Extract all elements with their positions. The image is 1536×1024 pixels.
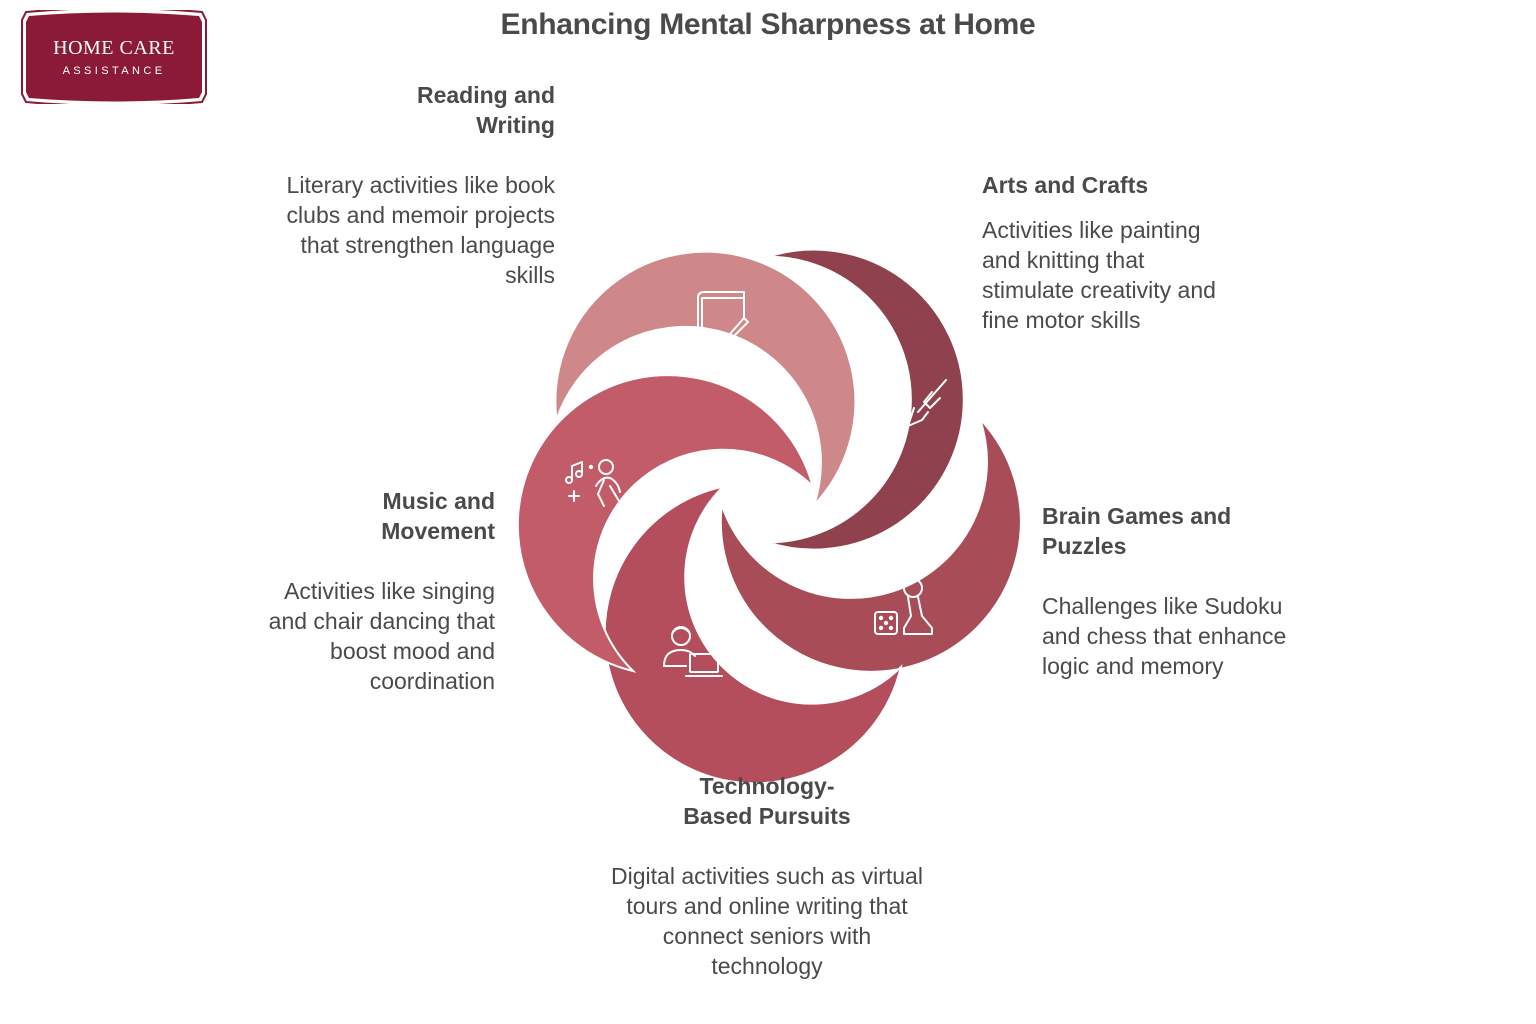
book-pencil-icon [697, 291, 749, 351]
heading-music-movement: Music and Movement [381, 488, 495, 544]
desc-brain-games: Challenges like Sudoku and chess that en… [1042, 593, 1287, 679]
label-reading-writing: Reading and Writing Literary activities … [255, 80, 555, 290]
segment-reading [554, 250, 857, 506]
label-technology: Technology-Based Pursuits Digital activi… [607, 771, 927, 981]
person-laptop-icon [663, 626, 723, 677]
heading-reading-writing: Reading and Writing [416, 82, 555, 138]
paintbrush-icon [888, 379, 947, 427]
home-care-logo: HOME CARE ASSISTANCE [20, 10, 208, 104]
desc-reading-writing: Literary activities like book clubs and … [286, 172, 555, 288]
desc-arts-crafts: Activities like painting and knitting th… [982, 217, 1216, 333]
segment-tech [603, 484, 903, 785]
label-brain-games: Brain Games and Puzzles Challenges like … [1042, 501, 1312, 681]
segment-music [516, 374, 815, 673]
logo-title: HOME CARE [53, 37, 175, 59]
page-title: Enhancing Mental Sharpness at Home [500, 8, 1036, 41]
segment-arts [767, 248, 965, 551]
heading-arts-crafts: Arts and Crafts [982, 172, 1149, 198]
label-music-movement: Music and Movement Activities like singi… [255, 486, 495, 696]
heading-brain-games: Brain Games and Puzzles [1042, 503, 1232, 559]
desc-music-movement: Activities like singing and chair dancin… [268, 578, 495, 694]
logo-subtitle: ASSISTANCE [62, 65, 166, 77]
desc-technology: Digital activities such as virtual tours… [611, 863, 923, 979]
logo-badge-shape [21, 10, 207, 104]
heading-technology: Technology-Based Pursuits [683, 773, 851, 829]
dice-chess-icon [874, 578, 933, 635]
music-dance-icon [565, 459, 623, 507]
segment-brain [719, 418, 1022, 673]
label-arts-crafts: Arts and Crafts Activities like painting… [982, 170, 1232, 335]
